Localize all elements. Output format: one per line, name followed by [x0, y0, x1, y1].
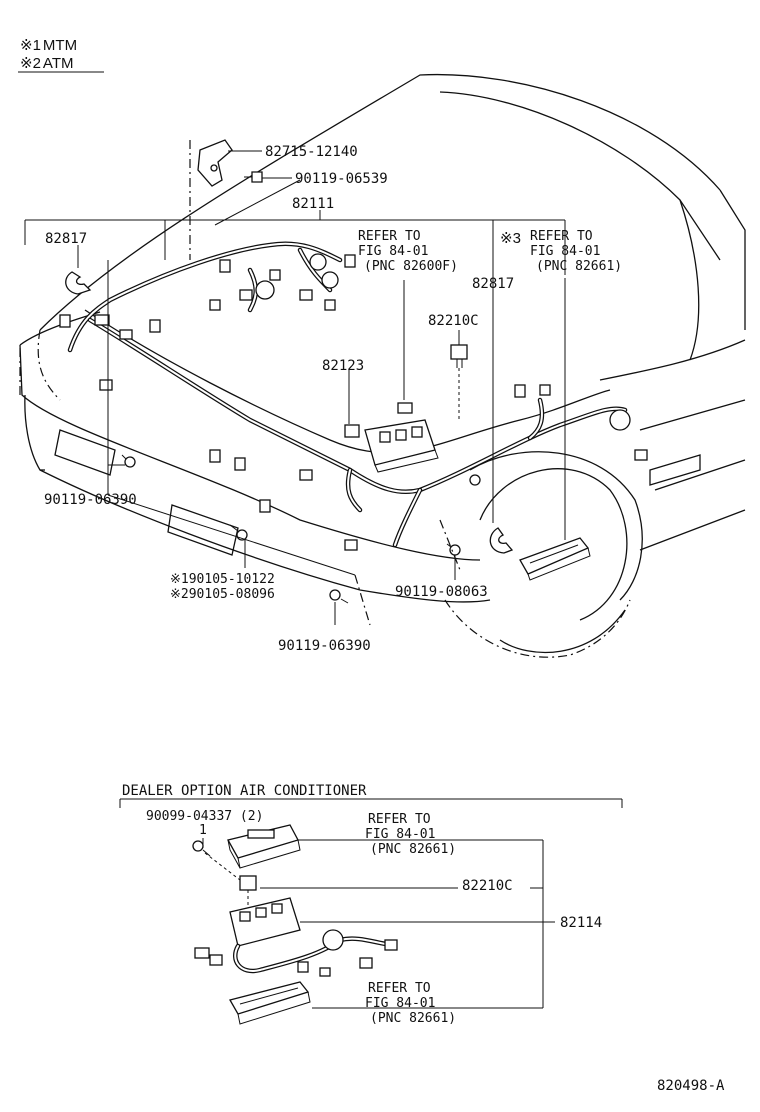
label-90119-06390-b: 90119-06390 — [278, 638, 371, 654]
label-ref-bottom-line1: REFER TO — [368, 981, 431, 996]
label-90105-08096: ※290105-08096 — [170, 587, 275, 602]
fuse-cover-82661 — [519, 537, 591, 581]
label-ref-top-line2: FIG 84-01 — [365, 827, 435, 842]
figure-id: 820498-A — [657, 1078, 725, 1094]
legend-text-1: MTM — [43, 37, 77, 54]
label-82715-12140: 82715-12140 — [265, 144, 358, 160]
label-ref2-line3: (PNC 82661) — [536, 259, 622, 274]
relay-block-82123 — [344, 402, 439, 473]
car-body-outline — [19, 73, 746, 658]
label-qty-1: 1 — [199, 823, 207, 838]
label-ref1-line2: FIG 84-01 — [358, 244, 428, 259]
dealer-option-section: DEALER OPTION AIR CONDITIONER 90099-0433… — [119, 783, 623, 1026]
bolt-90119-06390-b — [329, 589, 349, 604]
label-90119-08063: 90119-08063 — [395, 584, 488, 600]
label-82114: 82114 — [560, 915, 602, 931]
label-82210c-dealer: 82210C — [462, 878, 513, 894]
label-ref1-line3: (PNC 82600F) — [364, 259, 458, 274]
bracket-82715 — [197, 139, 233, 187]
legend-mark-2: ※2 — [20, 55, 41, 72]
label-82111: 82111 — [292, 196, 334, 212]
label-ref2-mark: ※3 — [500, 230, 521, 247]
legend-text-2: ATM — [43, 55, 74, 72]
label-82123: 82123 — [322, 358, 364, 374]
bolt-90119-06390-a — [121, 454, 136, 468]
wire-harness-82111 — [59, 241, 648, 551]
label-82817-right: 82817 — [472, 276, 514, 292]
label-90119-06539: 90119-06539 — [295, 171, 388, 187]
label-82817-left: 82817 — [45, 231, 87, 247]
clamp-82817-right — [489, 527, 514, 554]
label-ref-bottom-line2: FIG 84-01 — [365, 996, 435, 1011]
label-90105-10122: ※190105-10122 — [170, 572, 275, 587]
label-ref2-line1: REFER TO — [530, 229, 593, 244]
relay-82210c — [450, 344, 468, 420]
legend-mark-1: ※1 — [20, 37, 41, 54]
bolt-90119-08063 — [446, 543, 461, 556]
leader-lines — [24, 140, 566, 626]
label-90099-04337: 90099-04337 (2) — [146, 809, 263, 824]
label-90119-06390-a: 90119-06390 — [44, 492, 137, 508]
label-ref-bottom-line3: (PNC 82661) — [370, 1011, 456, 1026]
dealer-option-title: DEALER OPTION AIR CONDITIONER — [122, 783, 367, 799]
bolt-90119-06539 — [244, 171, 263, 183]
part-labels: 82715-12140 90119-06539 82111 82817 REFE… — [44, 144, 622, 654]
label-82210c: 82210C — [428, 313, 479, 329]
clamp-82817-left — [65, 271, 92, 295]
label-ref2-line2: FIG 84-01 — [530, 244, 600, 259]
label-ref-top-line3: (PNC 82661) — [370, 842, 456, 857]
label-ref-top-line1: REFER TO — [368, 812, 431, 827]
label-ref1-line1: REFER TO — [358, 229, 421, 244]
